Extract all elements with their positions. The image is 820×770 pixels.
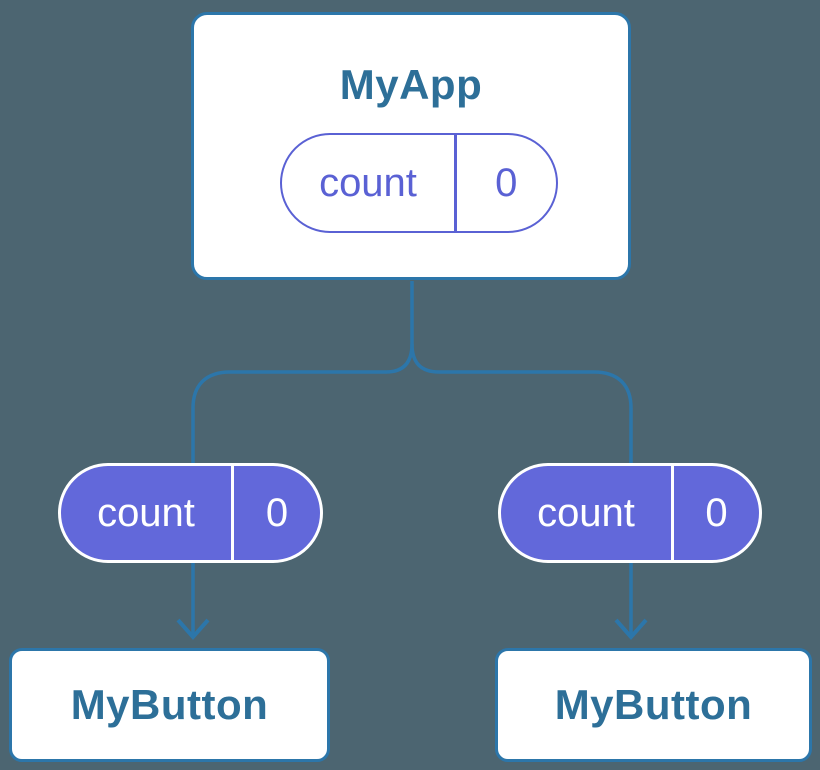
state-pill-left-child: count 0 xyxy=(58,463,323,563)
node-mybutton-left-title: MyButton xyxy=(70,681,269,728)
state-pill-right-child: count 0 xyxy=(498,463,762,563)
arrowhead-right-icon xyxy=(614,618,648,641)
node-myapp-title: MyApp xyxy=(339,61,483,108)
state-pill-myapp: count 0 xyxy=(280,133,558,233)
node-mybutton-right: MyButton xyxy=(495,648,812,762)
pill-divider xyxy=(231,466,234,560)
state-pill-label: count xyxy=(319,161,417,205)
state-pill-value: 0 xyxy=(705,491,728,535)
pill-divider xyxy=(671,466,674,560)
arrowhead-left-icon xyxy=(176,618,210,641)
state-pill-value: 0 xyxy=(265,491,289,535)
node-mybutton-left: MyButton xyxy=(9,648,330,762)
node-myapp: MyApp count 0 xyxy=(191,12,631,280)
connector-root-to-left-child xyxy=(191,281,414,636)
pill-divider xyxy=(454,135,457,231)
connector-root-to-right-child xyxy=(410,343,633,636)
state-pill-label: count xyxy=(97,491,195,535)
node-mybutton-right-title: MyButton xyxy=(554,681,753,728)
state-pill-label: count xyxy=(537,491,635,535)
state-pill-value: 0 xyxy=(495,161,518,205)
